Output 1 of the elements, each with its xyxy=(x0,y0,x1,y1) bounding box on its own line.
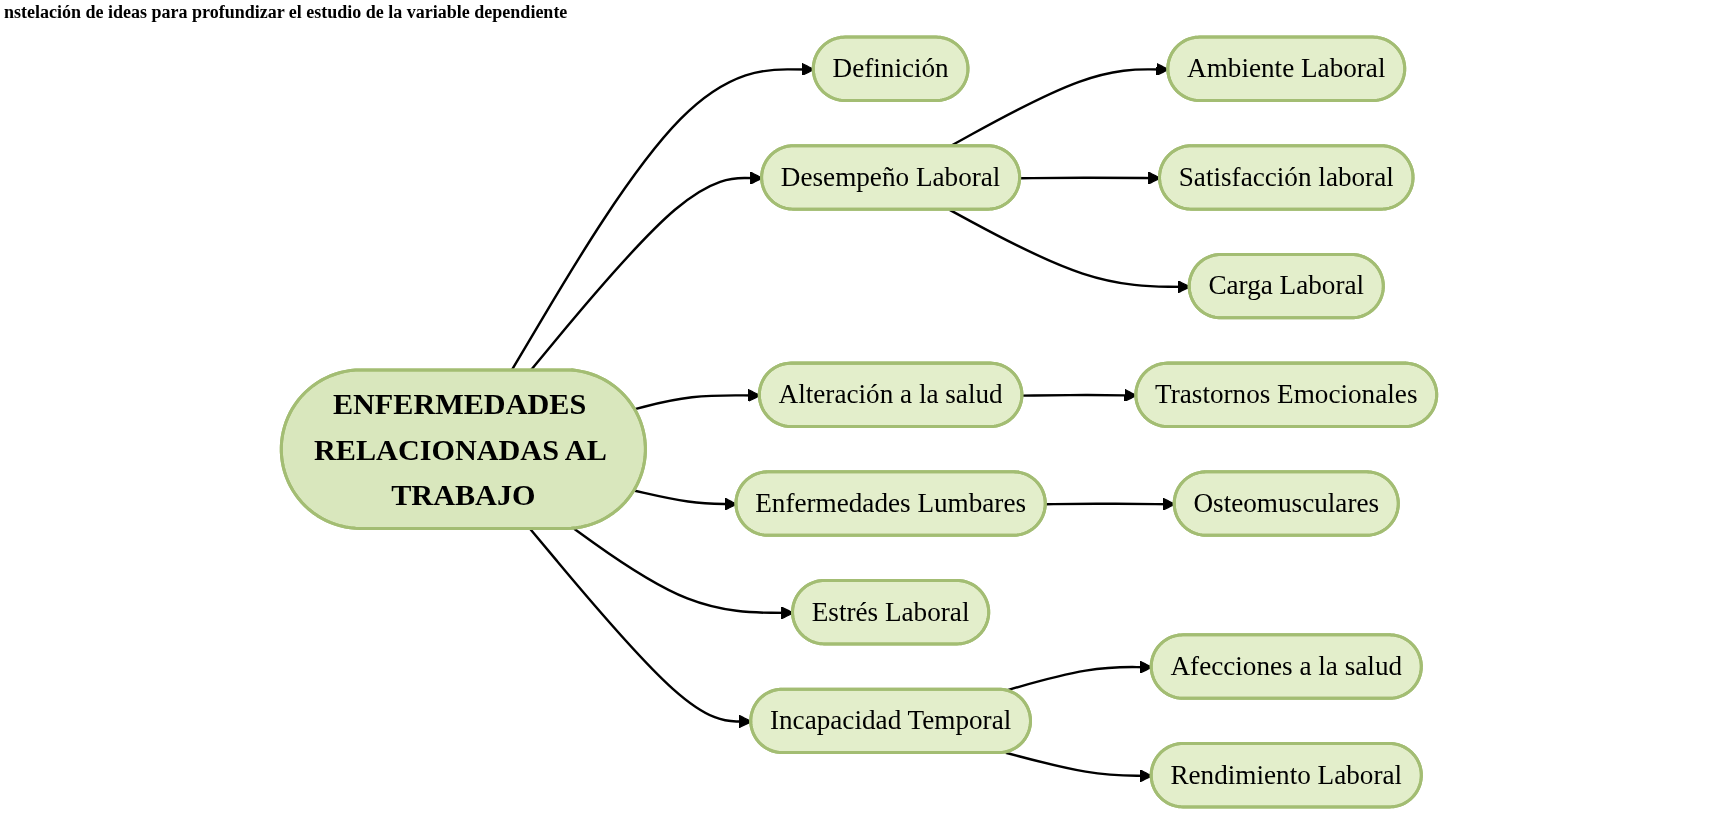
diagram-title: nstelación de ideas para profundizar el estudio de la variable dependiente xyxy=(3,1,569,24)
